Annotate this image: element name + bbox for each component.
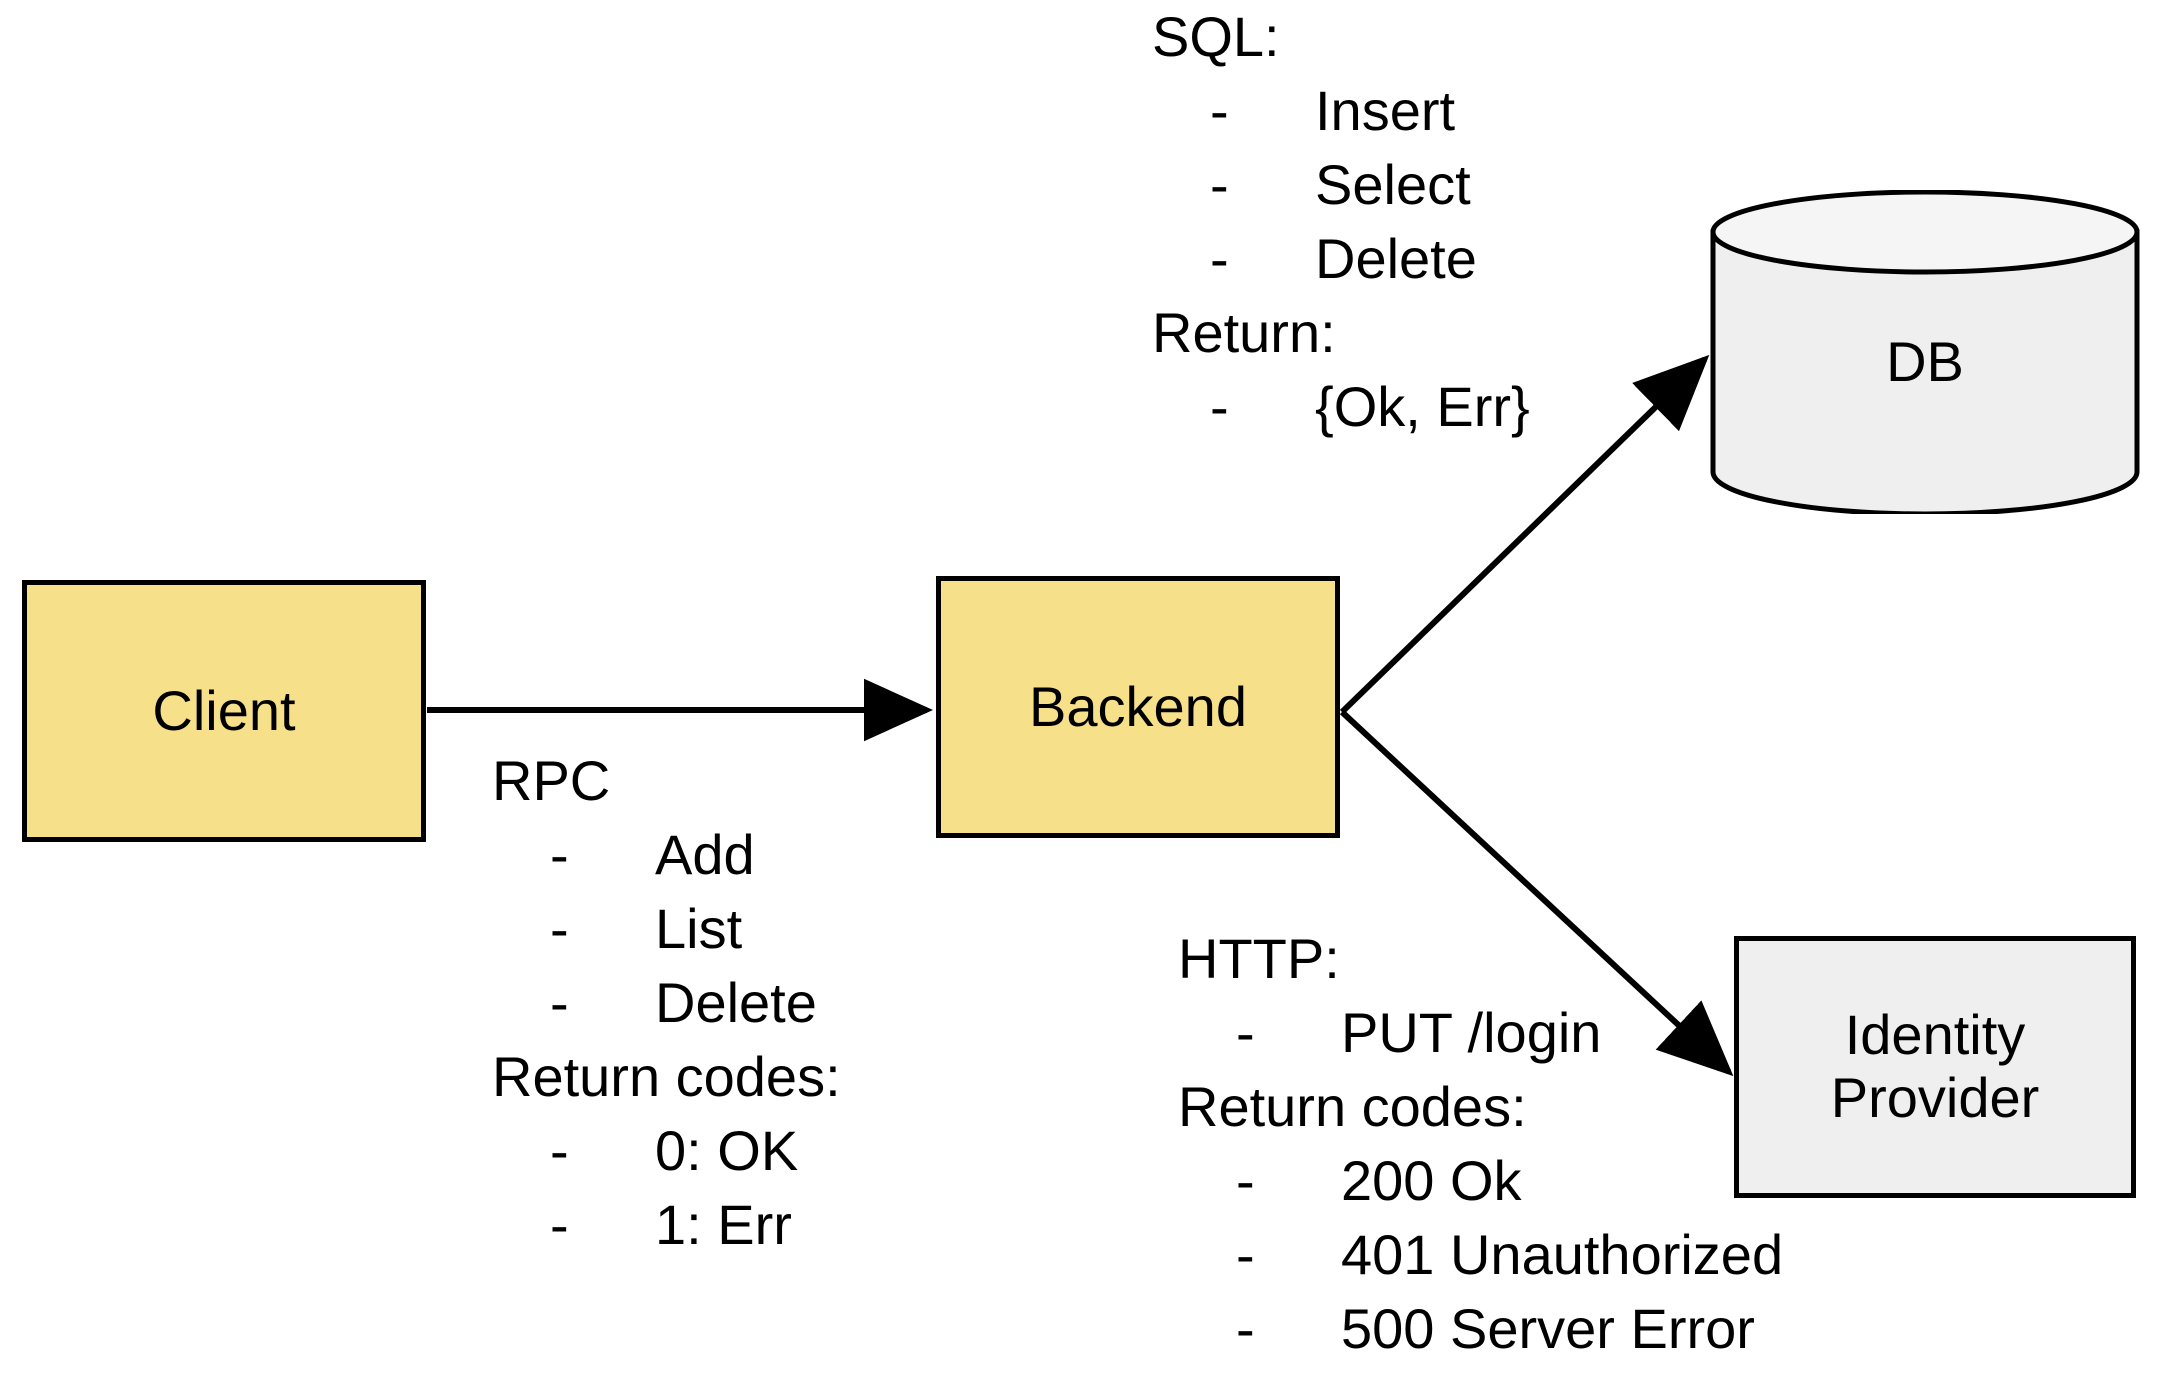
annotation-rpc-item-label: Add bbox=[655, 823, 755, 886]
node-db-label: DB bbox=[1886, 329, 1964, 393]
node-identity-provider-label: Identity Provider bbox=[1830, 1003, 2040, 1129]
annotation-rpc-return-item: - 0: OK bbox=[492, 1114, 841, 1188]
annotation-sql-item: - Delete bbox=[1152, 222, 1530, 296]
annotation-rpc-returns-heading: Return codes: bbox=[492, 1045, 841, 1108]
annotation-sql-return-item: - {Ok, Err} bbox=[1152, 370, 1530, 444]
annotation-rpc-item: - Add bbox=[492, 818, 841, 892]
annotation-rpc-return-label: 0: OK bbox=[655, 1119, 799, 1182]
annotation-http-item-label: PUT /login bbox=[1341, 1001, 1602, 1064]
annotation-rpc-item: - List bbox=[492, 892, 841, 966]
annotation-sql-item-label: Delete bbox=[1315, 227, 1477, 290]
bullet-marker: - bbox=[1210, 375, 1229, 438]
annotation-rpc-item-label: Delete bbox=[655, 971, 817, 1034]
annotation-rpc: RPC - Add - List - Delete Return codes: - 0:… bbox=[492, 744, 841, 1262]
annotation-rpc-return-item: - 1: Err bbox=[492, 1188, 841, 1262]
annotation-http-return-label: 401 Unauthorized bbox=[1341, 1223, 1784, 1286]
bullet-marker: - bbox=[550, 1119, 569, 1182]
annotation-http-return-item: - 200 Ok bbox=[1178, 1144, 1783, 1218]
annotation-http-returns-heading: Return codes: bbox=[1178, 1075, 1527, 1138]
annotation-http-return-item: - 500 Server Error bbox=[1178, 1292, 1783, 1366]
annotation-sql-item-label: Insert bbox=[1315, 79, 1456, 142]
bullet-marker: - bbox=[550, 971, 569, 1034]
annotation-http: HTTP: -PUT /login Return codes: -200 Ok … bbox=[1178, 922, 1783, 1366]
annotation-http-return-item: - 401 Unauthorized bbox=[1178, 1218, 1783, 1292]
node-db[interactable]: DB bbox=[1710, 190, 2140, 514]
annotation-http-heading: HTTP: bbox=[1178, 927, 1340, 990]
annotation-sql-heading: SQL: bbox=[1152, 5, 1280, 68]
annotation-http-return-label: 500 Server Error bbox=[1341, 1297, 1755, 1360]
annotation-http-item: - PUT /login bbox=[1178, 996, 1783, 1070]
node-client[interactable]: Client bbox=[22, 580, 426, 842]
annotation-sql-item: - Select bbox=[1152, 148, 1530, 222]
bullet-marker: - bbox=[550, 897, 569, 960]
bullet-marker: - bbox=[1210, 79, 1229, 142]
bullet-marker: - bbox=[550, 823, 569, 886]
bullet-marker: - bbox=[550, 1193, 569, 1256]
annotation-sql: SQL: - Insert - Select - Delete Return: - {O… bbox=[1152, 0, 1530, 444]
annotation-rpc-heading: RPC bbox=[492, 749, 611, 812]
node-client-label: Client bbox=[152, 678, 296, 742]
bullet-marker: - bbox=[1236, 1223, 1255, 1286]
bullet-marker: - bbox=[1236, 1001, 1255, 1064]
annotation-rpc-item: - Delete bbox=[492, 966, 841, 1040]
bullet-marker: - bbox=[1210, 227, 1229, 290]
annotation-http-return-label: 200 Ok bbox=[1341, 1149, 1522, 1212]
node-identity-provider[interactable]: Identity Provider bbox=[1734, 936, 2136, 1198]
annotation-rpc-item-label: List bbox=[655, 897, 743, 960]
annotation-sql-return-label: {Ok, Err} bbox=[1315, 375, 1530, 438]
annotation-sql-item-label: Select bbox=[1315, 153, 1471, 216]
bullet-marker: - bbox=[1236, 1297, 1255, 1360]
node-backend[interactable]: Backend bbox=[936, 576, 1340, 838]
node-backend-label: Backend bbox=[1029, 674, 1247, 738]
bullet-marker: - bbox=[1236, 1149, 1255, 1212]
annotation-sql-returns-heading: Return: bbox=[1152, 301, 1336, 364]
annotation-sql-item: - Insert bbox=[1152, 74, 1530, 148]
annotation-rpc-return-label: 1: Err bbox=[655, 1193, 792, 1256]
bullet-marker: - bbox=[1210, 153, 1229, 216]
database-cylinder-icon bbox=[1710, 190, 2140, 514]
